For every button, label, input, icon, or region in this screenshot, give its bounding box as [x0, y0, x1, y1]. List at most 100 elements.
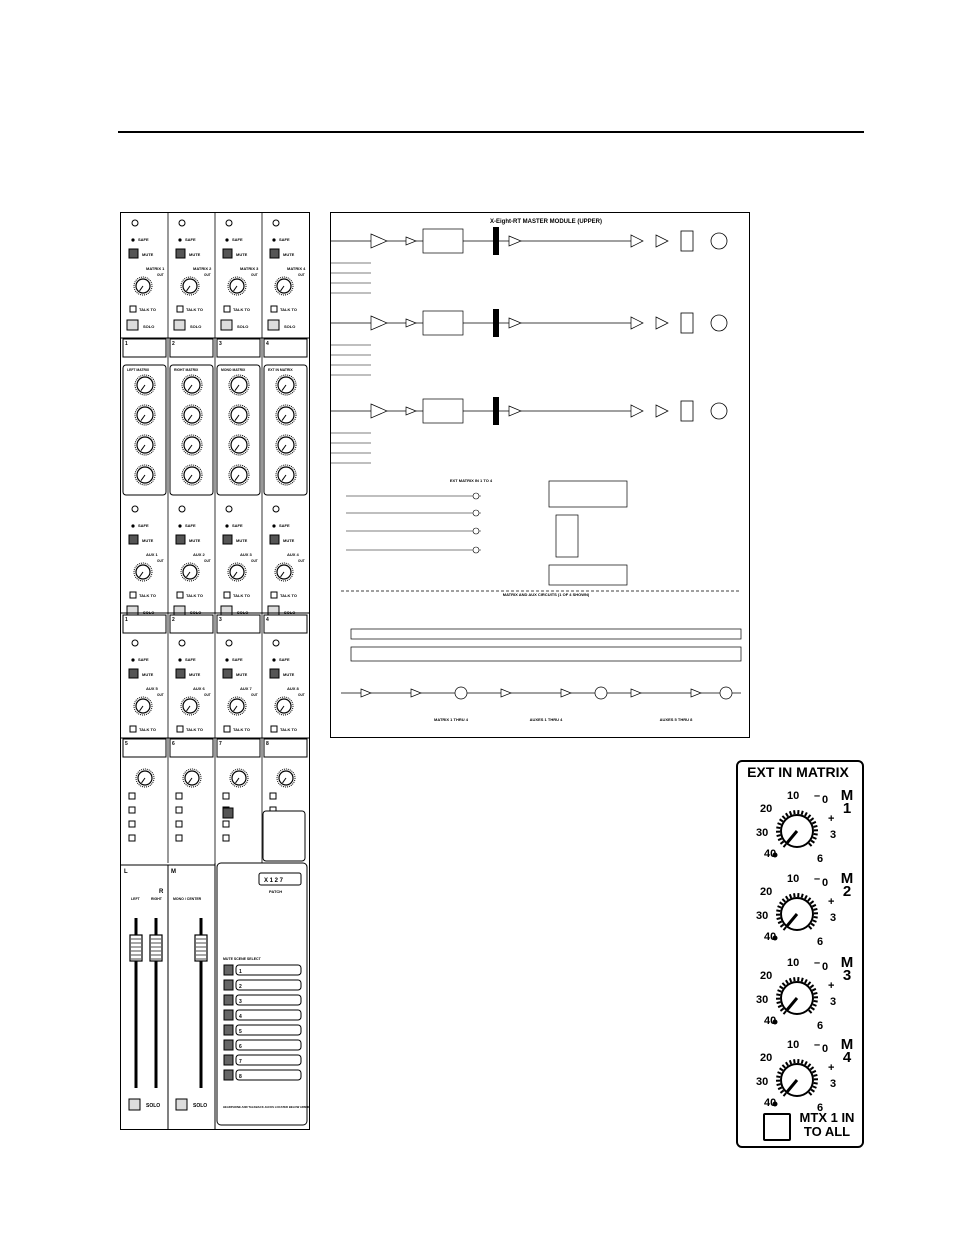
- scale-30: 30: [756, 827, 769, 839]
- aux-upper-strip-level-knob-pointer: [186, 571, 191, 578]
- scene-slot: [235, 1054, 302, 1066]
- aux-upper-strip-mute-button[interactable]: [128, 534, 139, 545]
- aux-upper-strip-mute-button[interactable]: [222, 534, 233, 545]
- scene-button[interactable]: [223, 1009, 234, 1021]
- knob-m-number: 1: [842, 800, 852, 817]
- monitor-button[interactable]: [222, 834, 230, 842]
- matrix-strip-mute-label: MUTE: [189, 252, 201, 257]
- channel-number-1: 1: [125, 341, 128, 347]
- mtx-1-in-to-all-button[interactable]: [763, 1113, 791, 1141]
- matrix-strip-talk-button[interactable]: [270, 305, 278, 313]
- monitor-button[interactable]: [175, 834, 183, 842]
- aux-lower-strip-talk-button[interactable]: [129, 725, 137, 733]
- aux-lower-strip-mute-button[interactable]: [128, 668, 139, 679]
- mtx-1-in-to-all-label: MTX 1 IN TO ALL: [792, 1111, 862, 1139]
- fader-symbol: [493, 227, 499, 255]
- scene-button[interactable]: [223, 1024, 234, 1036]
- monitor-button[interactable]: [128, 820, 136, 828]
- monitor-button[interactable]: [222, 820, 230, 828]
- scene-button[interactable]: [223, 964, 234, 976]
- monitor-button[interactable]: [175, 792, 183, 800]
- matrix-send-knob-scale: [134, 374, 156, 396]
- aux-upper-strip-level-knob-scale: [227, 562, 247, 582]
- monitor-button[interactable]: [128, 806, 136, 814]
- aux-lower-strip-mute-button[interactable]: [222, 668, 233, 679]
- left-fader-cap[interactable]: [129, 934, 143, 962]
- matrix-strip-level-knob-scale: [180, 276, 200, 296]
- m-label: M: [171, 869, 176, 875]
- lower-channel-number-5: 5: [125, 741, 128, 747]
- matrix-send-knob-pointer: [140, 384, 146, 391]
- mix-amp: [370, 403, 388, 419]
- aux-lower-strip-mute-button[interactable]: [175, 668, 186, 679]
- aux-lower-strip-talk-button[interactable]: [223, 725, 231, 733]
- balanced-amp: [655, 234, 669, 248]
- monitor-knob-pointer: [235, 777, 240, 784]
- matrix-strip-solo-button[interactable]: [126, 319, 139, 331]
- aux-upper-strip-out-label: OUT: [251, 559, 258, 563]
- aux-channel-number-2: 2: [172, 617, 175, 623]
- monitor-button[interactable]: [269, 792, 277, 800]
- scene-button[interactable]: [223, 1054, 234, 1066]
- aux-lower-strip-talk-button[interactable]: [176, 725, 184, 733]
- matrix-strip-name-3: MATRIX 3: [240, 266, 259, 271]
- right-fader-cap[interactable]: [149, 934, 163, 962]
- aux-xlr: [454, 686, 468, 700]
- matrix-strip-solo-button[interactable]: [220, 319, 233, 331]
- matrix-strip-mute-button[interactable]: [175, 248, 186, 259]
- monitor-button[interactable]: [128, 792, 136, 800]
- matrix-strip-talk-button[interactable]: [176, 305, 184, 313]
- aux-lower-strip-level-knob-pointer: [186, 705, 191, 712]
- matrix-strip-mute-button[interactable]: [128, 248, 139, 259]
- matrix-strip-solo-button[interactable]: [267, 319, 280, 331]
- scale-0: 0: [822, 961, 829, 973]
- monitor-knob-scale: [182, 768, 202, 788]
- aux-upper-strip-talk-button[interactable]: [270, 591, 278, 599]
- mono-solo-button[interactable]: [175, 1098, 188, 1111]
- aux-upper-strip-mute-button[interactable]: [175, 534, 186, 545]
- matrix-head-frame: [216, 364, 261, 496]
- monitor-button[interactable]: [175, 806, 183, 814]
- aux-upper-strip-mute-button[interactable]: [269, 534, 280, 545]
- aux-upper-strip-mute-label: MUTE: [283, 538, 295, 543]
- matrix-strip-solo-button[interactable]: [173, 319, 186, 331]
- knob-drawing: [772, 809, 819, 858]
- matrix-strip-talk-button[interactable]: [223, 305, 231, 313]
- scene-button[interactable]: [223, 979, 234, 991]
- monitor-button[interactable]: [175, 820, 183, 828]
- aux-upper-strip-talk-label: TALK TO: [139, 593, 156, 598]
- aux-upper-strip-talk-button[interactable]: [223, 591, 231, 599]
- aux-upper-strip-talk-button[interactable]: [176, 591, 184, 599]
- fader-right-label: RIGHT: [151, 897, 163, 901]
- scene-button[interactable]: [223, 994, 234, 1006]
- scale-10: 10: [787, 790, 800, 802]
- channel-number-box: [169, 738, 214, 758]
- matrix-strip-talk-button[interactable]: [129, 305, 137, 313]
- monitor-button[interactable]: [128, 834, 136, 842]
- aux-lower-strip-mute-button[interactable]: [269, 668, 280, 679]
- left-solo-button[interactable]: [128, 1098, 141, 1111]
- matrix-strip-mute-button[interactable]: [222, 248, 233, 259]
- matrix-strip-mute-button[interactable]: [269, 248, 280, 259]
- channel-number-2: 2: [172, 341, 175, 347]
- scene-button[interactable]: [223, 1039, 234, 1051]
- talk-on-button[interactable]: [222, 807, 234, 819]
- aux-lower-strip-level-knob-scale: [227, 696, 247, 716]
- aux-channel-number-1: 1: [125, 617, 128, 623]
- aux-upper-strip-talk-button[interactable]: [129, 591, 137, 599]
- bottom-label-matrix: MATRIX 1 THRU 4: [434, 717, 469, 722]
- aux-upper-strip-level-knob-pointer: [233, 571, 238, 578]
- monitor-button[interactable]: [222, 792, 230, 800]
- mono-fader-cap[interactable]: [194, 934, 208, 962]
- matrix-strip-safe-label: SAFE: [232, 237, 243, 242]
- bottom-label-aux58: AUXES 5 THRU 8: [660, 717, 693, 722]
- monitor-knob-scale: [276, 768, 296, 788]
- aux-lower-strip-mute-label: MUTE: [189, 672, 201, 677]
- scene-button[interactable]: [223, 1069, 234, 1081]
- aux-lower-strip-talk-button[interactable]: [270, 725, 278, 733]
